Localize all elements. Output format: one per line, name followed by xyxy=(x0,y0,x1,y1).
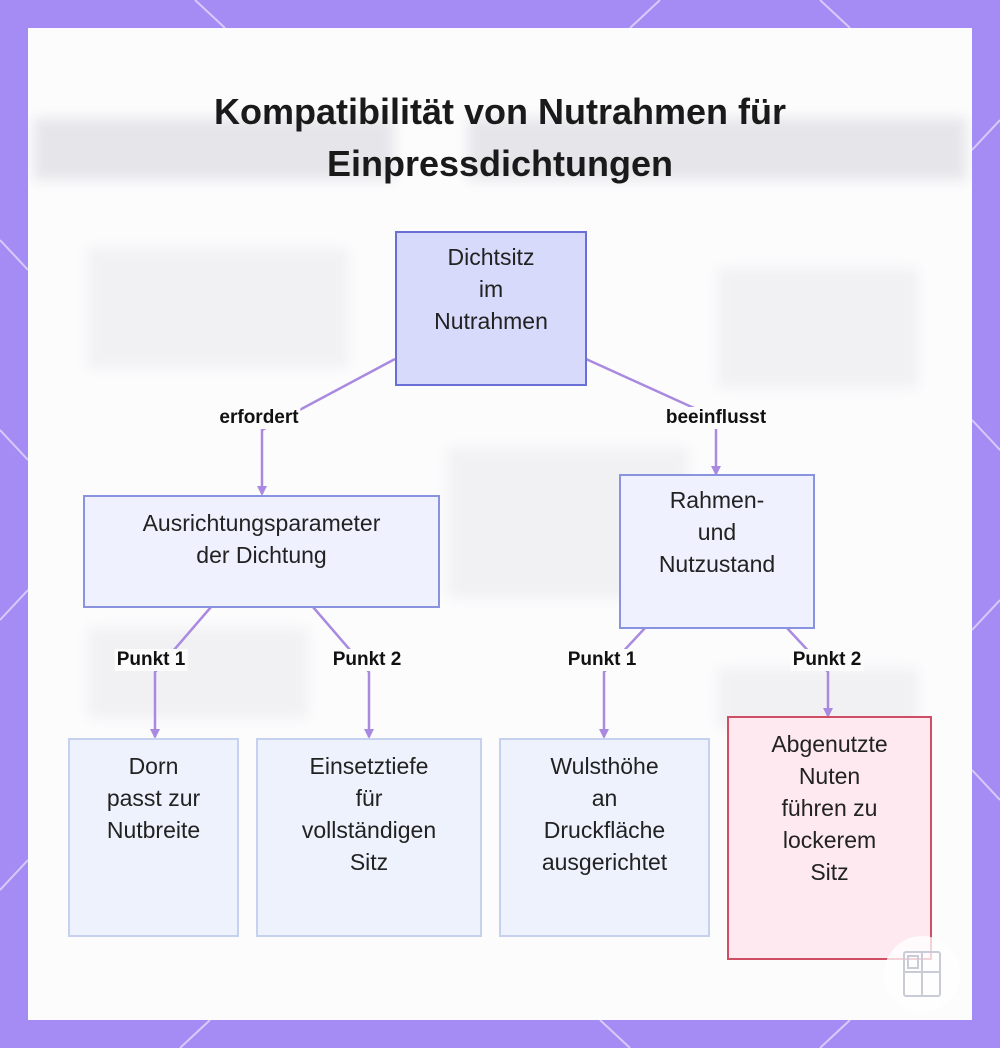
title-line-1: Kompatibilität von Nutrahmen für xyxy=(213,91,786,132)
node-dorn: Dorn passt zur Nutbreite xyxy=(68,738,239,937)
edge-label-punkt-1-right: Punkt 1 xyxy=(565,649,639,671)
diagram-title: Kompatibilität von Nutrahmen für Einpres… xyxy=(28,86,972,190)
logo-badge xyxy=(884,936,960,1012)
edge-label-beeinflusst: beeinflusst xyxy=(663,407,769,429)
node-einsetztiefe: Einsetztiefe für vollständigen Sitz xyxy=(256,738,482,937)
edge-label-erfordert: erfordert xyxy=(217,407,301,429)
diagram-card: Kompatibilität von Nutrahmen für Einpres… xyxy=(28,28,972,1020)
node-label: Rahmen- und Nutzustand xyxy=(658,487,776,577)
node-dichtsitz: Dichtsitz im Nutrahmen xyxy=(395,231,587,386)
edge-left-leaf2 xyxy=(312,606,374,739)
connector-layer xyxy=(150,357,833,739)
window-frame-icon xyxy=(903,951,941,997)
node-label: Dorn passt zur Nutbreite xyxy=(106,753,201,843)
edge-label-punkt-1-left: Punkt 1 xyxy=(114,649,188,671)
edge-root-left xyxy=(257,357,396,496)
edge-label-punkt-2-left: Punkt 2 xyxy=(330,649,404,671)
edge-right-leaf3 xyxy=(599,627,646,739)
node-label: Abgenutzte Nuten führen zu lockerem Sitz xyxy=(771,731,888,885)
node-label: Dichtsitz im Nutrahmen xyxy=(434,244,548,334)
edge-left-leaf1 xyxy=(150,606,212,739)
background-ghost xyxy=(34,118,394,180)
title-line-2: Einpressdichtungen xyxy=(326,143,674,184)
node-label: Einsetztiefe für vollständigen Sitz xyxy=(301,753,437,875)
node-label: Wulsthöhe an Druckfläche ausgerichtet xyxy=(541,753,668,875)
background-ghost xyxy=(468,118,966,180)
node-label: Ausrichtungsparameter der Dichtung xyxy=(142,510,381,568)
node-ausrichtungsparameter: Ausrichtungsparameter der Dichtung xyxy=(83,495,440,608)
background-ghost xyxy=(88,628,308,718)
background-ghost xyxy=(88,248,348,368)
node-rahmen-nutzustand: Rahmen- und Nutzustand xyxy=(619,474,815,629)
edge-right-leaf4 xyxy=(786,627,833,718)
node-abgenutzte-nuten: Abgenutzte Nuten führen zu lockerem Sitz xyxy=(727,716,932,960)
edge-label-punkt-2-right: Punkt 2 xyxy=(790,649,864,671)
background-ghost xyxy=(718,268,918,388)
node-wulsthoehe: Wulsthöhe an Druckfläche ausgerichtet xyxy=(499,738,710,937)
